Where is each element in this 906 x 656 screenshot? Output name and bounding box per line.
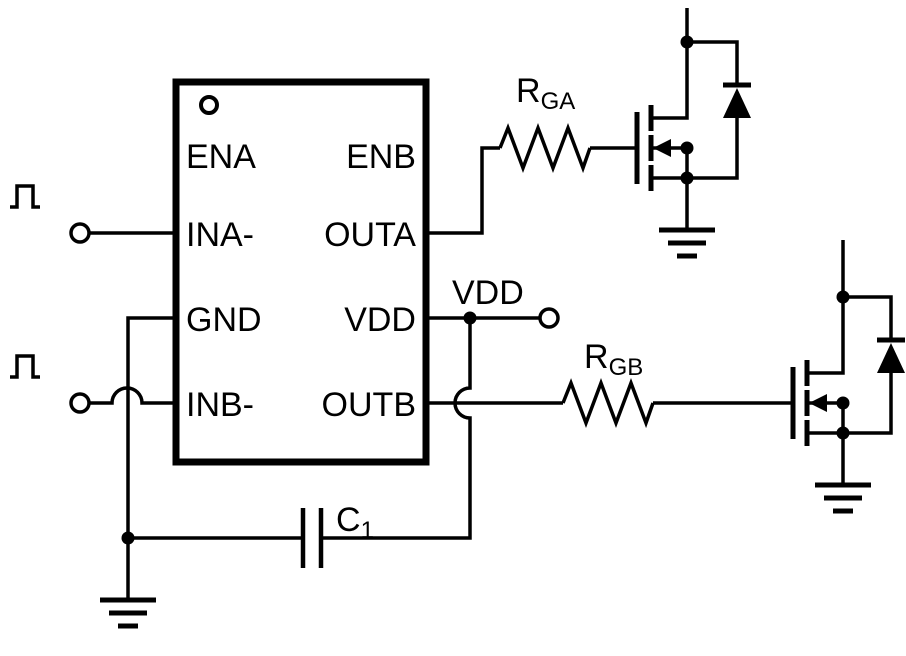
- pin-label-ena: ENA: [186, 138, 256, 176]
- label-rga-sub: GA: [541, 88, 576, 115]
- mosfet-b-source-lead: [807, 431, 845, 485]
- label-rgb: RGB: [584, 338, 643, 381]
- junction-dot: [680, 171, 694, 185]
- pin-label-outa: OUTA: [324, 216, 416, 254]
- junction-dot: [836, 396, 850, 410]
- mosfet-b-body-arrow-icon: [809, 394, 827, 412]
- mosfet-a: [634, 8, 751, 259]
- label-c1-main: C: [336, 501, 361, 539]
- wire-gnd: [126, 316, 176, 600]
- junction-dot: [680, 35, 694, 49]
- outb-path: RGB: [426, 338, 793, 429]
- body-diode-b-triangle: [877, 343, 905, 373]
- junction-dot: [836, 290, 850, 304]
- ground-symbol-main: [100, 597, 156, 629]
- mosfet-a-drain-lead: [651, 8, 689, 120]
- pin1-indicator-icon: [199, 95, 219, 115]
- wire-inb: [89, 386, 176, 405]
- pin-label-ina: INA-: [186, 216, 254, 254]
- outa-path: RGA: [426, 72, 637, 235]
- resistor-rgb: [561, 378, 655, 429]
- body-diode-a-triangle: [723, 88, 751, 118]
- pin-label-outb: OUTB: [322, 386, 416, 424]
- body-diode-a-top-lead: [687, 40, 739, 86]
- label-c1-sub: 1: [361, 517, 374, 544]
- pin-label-enb: ENB: [346, 138, 416, 176]
- input-a: [10, 184, 176, 244]
- mosfet-a-source-lead: [651, 176, 689, 230]
- mosfet-b-drain-lead: [807, 240, 845, 375]
- body-diode-b-top-lead: [843, 295, 893, 340]
- input-b: [10, 354, 176, 414]
- label-rgb-main: R: [584, 338, 609, 376]
- ic-body: [172, 78, 430, 466]
- input-terminal-a: [69, 222, 91, 244]
- gate-driver-ic: ENA ENB INA- OUTA GND VDD INB- OUTB: [172, 78, 430, 466]
- label-rga: RGA: [516, 72, 575, 115]
- vdd-net: VDD: [426, 274, 560, 329]
- junction-dot: [836, 426, 850, 440]
- input-terminal-b: [69, 392, 91, 414]
- vdd-terminal: [538, 307, 560, 329]
- ground-symbol-fet-b: [815, 482, 871, 514]
- label-rga-main: R: [516, 72, 541, 110]
- pin-label-gnd: GND: [186, 301, 262, 339]
- gnd-net: [100, 316, 176, 629]
- mosfet-b: [790, 240, 905, 514]
- junction-dot: [463, 311, 477, 325]
- body-diode-b-bottom-lead: [843, 373, 893, 435]
- pulse-input-b-icon: [10, 354, 40, 379]
- junction-dot: [680, 141, 694, 155]
- wire-outa: [426, 146, 500, 235]
- ground-symbol-fet-a: [659, 227, 715, 259]
- body-diode-a-bottom-lead: [687, 118, 739, 180]
- label-c1: C1: [336, 501, 374, 544]
- label-vdd-net: VDD: [452, 274, 524, 312]
- pin-label-inb: INB-: [186, 386, 254, 424]
- pin-label-vdd: VDD: [344, 301, 416, 339]
- pulse-input-a-icon: [10, 184, 40, 209]
- resistor-rga: [498, 123, 592, 174]
- label-rgb-sub: GB: [609, 354, 644, 381]
- mosfet-a-body-arrow-icon: [653, 139, 671, 157]
